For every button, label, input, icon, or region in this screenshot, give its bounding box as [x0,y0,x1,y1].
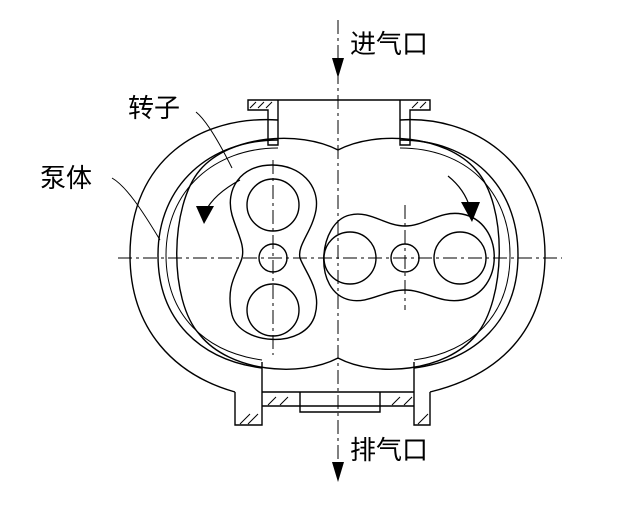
outlet-label: 排气口 [350,436,429,466]
inlet-arrow-icon [332,58,344,78]
inlet-flange [247,99,431,146]
left-rotation-arrow-icon [196,206,214,224]
right-rotor [323,212,495,302]
right-rotation-arrow-icon [461,202,480,222]
outer-casing [129,118,546,393]
rotor-leader-line [195,111,233,169]
outlet-flange-hatch [239,396,429,425]
pump-body-wall-outer [157,139,519,369]
left-rotor [229,164,318,341]
outlet-arrow-icon [332,462,344,482]
pump-body-label: 泵体 [40,164,93,194]
pump-body-wall-inner [165,147,511,361]
inlet-flange-hatch [249,101,427,109]
pump-body-leader-line [111,177,161,241]
outlet-flange [234,362,431,426]
inlet-label: 进气口 [350,30,429,60]
rotor-label: 转子 [128,94,181,124]
